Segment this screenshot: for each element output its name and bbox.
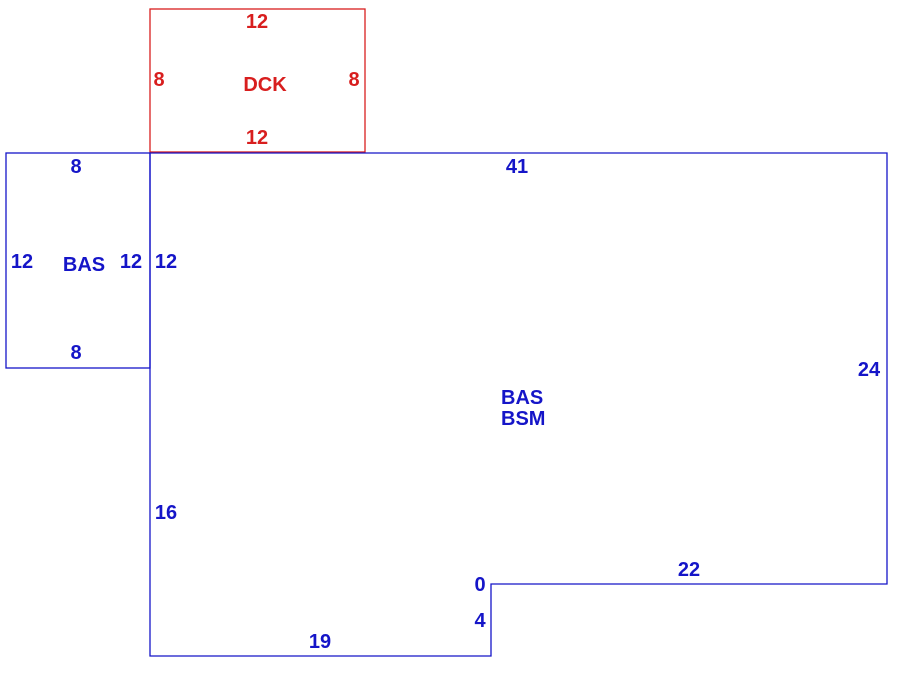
left-wing-right-dimension: 12 — [120, 251, 142, 273]
left-wing-code-label: BAS — [63, 254, 105, 276]
main-notch-zero-dimension: 0 — [474, 574, 485, 596]
left-wing-left-dimension: 12 — [11, 251, 33, 273]
deck-top-dimension: 12 — [246, 11, 268, 33]
main-bottom-right-dimension: 22 — [678, 559, 700, 581]
main-right-dimension: 24 — [858, 359, 881, 381]
left-wing-bottom-dimension: 8 — [70, 342, 81, 364]
main-code-label-line2: BSM — [501, 408, 545, 430]
main-notch-step-dimension: 4 — [474, 610, 486, 632]
deck-outline — [149, 8, 366, 153]
main-bottom-left-dimension: 19 — [309, 631, 331, 653]
main-top-dimension: 41 — [506, 156, 528, 178]
deck-bottom-dimension: 12 — [246, 127, 268, 149]
main-left-lower-dimension: 16 — [155, 502, 177, 524]
main-area-outline — [149, 152, 888, 657]
main-code-label-line1: BAS — [501, 387, 543, 409]
deck-left-dimension: 8 — [153, 69, 164, 91]
main-left-upper-dimension: 12 — [155, 251, 177, 273]
deck-code-label: DCK — [243, 74, 287, 96]
left-wing-top-dimension: 8 — [70, 156, 81, 178]
deck-right-dimension: 8 — [348, 69, 359, 91]
